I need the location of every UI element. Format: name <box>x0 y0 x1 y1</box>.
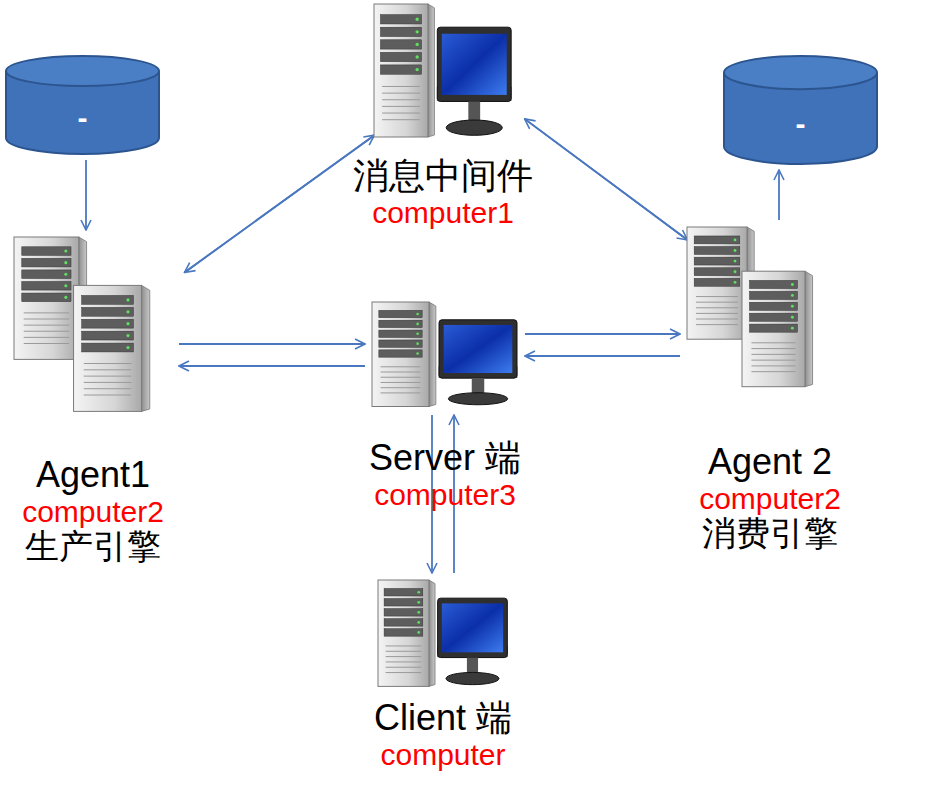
icon-illustration <box>372 2 534 146</box>
middleware-server: 消息中间件computer1 <box>372 2 514 142</box>
flow-arrow <box>184 135 374 272</box>
node-title: Server 端 <box>369 438 521 478</box>
flow-arrow <box>778 170 780 220</box>
engine-role: 消费引擎 <box>702 515 838 552</box>
database-label: - <box>796 107 806 140</box>
agent-server: Agent 2computer2消费引擎 <box>685 225 835 390</box>
client-endpoint: Client 端computer <box>376 578 510 690</box>
caption-group: Client 端computer <box>374 698 512 771</box>
computer-tag: computer <box>380 738 505 771</box>
flow-arrow <box>184 135 374 272</box>
database-cylinder: - <box>5 55 160 155</box>
engine-role: 生产引擎 <box>25 528 161 565</box>
computer-tag: computer3 <box>374 478 516 511</box>
icon-illustration <box>5 55 180 159</box>
database-label: - <box>78 101 88 134</box>
flow-arrow <box>85 160 87 230</box>
icon-illustration <box>685 225 855 394</box>
flow-arrow <box>525 119 688 240</box>
flow-arrow <box>179 343 365 345</box>
database-cylinder: - <box>723 55 878 165</box>
caption-group: Agent1computer2生产引擎 <box>22 455 164 565</box>
flow-arrow <box>179 365 365 367</box>
node-title: Agent 2 <box>708 442 832 482</box>
server-endpoint: Server 端computer3 <box>370 300 520 410</box>
caption-group: Agent 2computer2消费引擎 <box>699 442 841 552</box>
computer-tag: computer1 <box>372 196 514 229</box>
agent-server: Agent1computer2生产引擎 <box>12 235 174 415</box>
flow-arrow <box>525 119 688 240</box>
icon-illustration <box>12 235 194 419</box>
flow-arrow <box>525 355 680 357</box>
node-title: Agent1 <box>36 455 150 495</box>
icon-illustration <box>723 55 898 169</box>
caption-group: 消息中间件computer1 <box>353 156 533 229</box>
computer-tag: computer2 <box>699 482 841 515</box>
flow-arrow <box>525 333 680 335</box>
node-title: 消息中间件 <box>353 156 533 196</box>
computer-tag: computer2 <box>22 495 164 528</box>
icon-illustration <box>376 578 530 694</box>
node-title: Client 端 <box>374 698 512 738</box>
icon-illustration <box>370 300 540 414</box>
caption-group: Server 端computer3 <box>369 438 521 511</box>
